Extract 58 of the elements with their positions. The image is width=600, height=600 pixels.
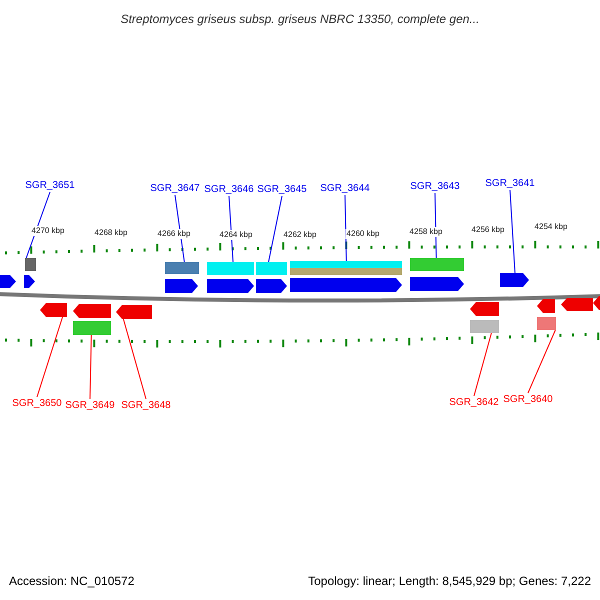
gene-block (537, 299, 555, 313)
scale-label: 4258 kbp (408, 227, 444, 237)
scale-label: 4270 kbp (30, 226, 66, 236)
gene-block (290, 278, 402, 292)
gene-block (500, 273, 529, 287)
gene-feature-bar (290, 261, 402, 268)
leader-line (434, 192, 437, 258)
gene-label: SGR_3646 (204, 184, 254, 196)
leader-line (90, 334, 92, 400)
gene-label: SGR_3640 (503, 394, 553, 406)
leader-line (344, 194, 347, 262)
gene-feature-bar (165, 262, 199, 274)
gene-block (256, 279, 287, 293)
scale-label: 4266 kbp (156, 229, 192, 239)
leader-line (510, 190, 516, 274)
gene-block (24, 275, 35, 288)
leader-line (474, 332, 492, 396)
leader-line (228, 196, 234, 262)
gene-label: SGR_3650 (12, 398, 62, 410)
gene-feature-bar (470, 320, 499, 333)
gene-label: SGR_3642 (449, 397, 499, 409)
gene-block (165, 279, 198, 293)
leader-line (268, 196, 282, 262)
gene-label: SGR_3644 (320, 183, 370, 195)
gene-block (40, 303, 67, 317)
gene-block (73, 304, 111, 318)
scale-label: 4256 kbp (470, 225, 506, 235)
gene-feature-bar (25, 258, 36, 271)
info-text: Topology: linear; Length: 8,545,929 bp; Genes: 7,222 (308, 574, 591, 588)
gene-feature-bar (73, 321, 111, 335)
gene-label: SGR_3648 (121, 400, 171, 412)
gene-label: SGR_3649 (65, 400, 115, 412)
scale-label: 4268 kbp (94, 228, 128, 238)
gene-feature-bar (410, 258, 464, 271)
gene-label: SGR_3647 (150, 183, 200, 195)
gene-label: SGR_3651 (25, 180, 75, 192)
gene-block (207, 279, 254, 293)
scale-label: 4260 kbp (346, 229, 380, 239)
gene-feature-bar (290, 268, 402, 275)
gene-label: SGR_3643 (410, 181, 460, 193)
gene-label: SGR_3641 (485, 178, 535, 190)
gene-block (410, 277, 464, 291)
leader-line (122, 318, 146, 400)
gene-block (470, 302, 499, 316)
scale-label: 4262 kbp (282, 230, 318, 240)
gene-label: SGR_3645 (257, 184, 307, 196)
gene-feature-bar (207, 262, 254, 275)
scale-label: 4254 kbp (534, 222, 568, 232)
diagram-title: Streptomyces griseus subsp. griseus NBRC 13350, complete gen... (120, 11, 480, 28)
gene-block (0, 275, 16, 288)
leader-line (36, 316, 64, 398)
leader-line (528, 330, 556, 394)
info-text: Accession: NC_010572 (9, 574, 134, 588)
leader-line (26, 192, 50, 258)
gene-feature-bar (537, 317, 556, 330)
gene-feature-bar (256, 262, 287, 275)
scale-label: 4264 kbp (218, 230, 254, 240)
gene-block (116, 305, 152, 319)
